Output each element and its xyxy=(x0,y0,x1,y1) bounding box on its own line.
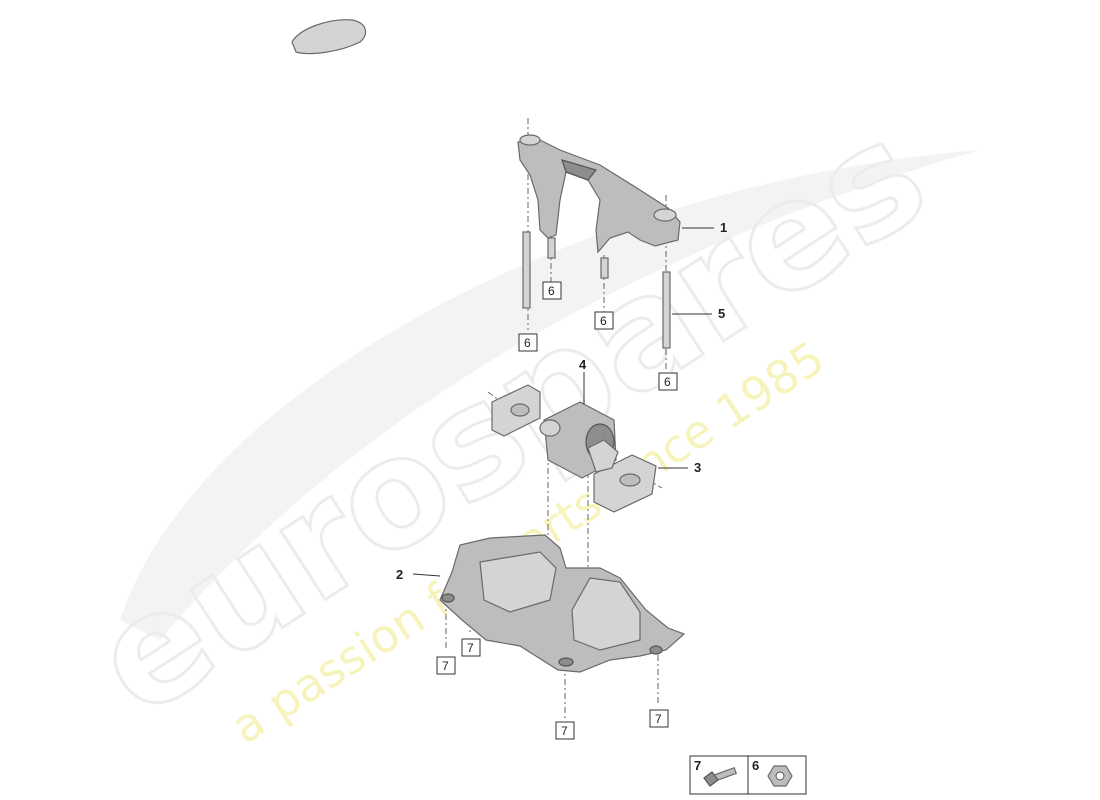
callout-1: 1 xyxy=(720,220,727,235)
part-2-crossmember xyxy=(439,534,686,673)
nut-icon xyxy=(767,765,793,787)
ref-box-bolt-4: 7 xyxy=(555,721,575,740)
svg-text:7: 7 xyxy=(655,712,662,726)
ref-box-bolt-2: 7 xyxy=(436,656,456,675)
callout-4: 4 xyxy=(579,357,587,372)
part-3-mount-plates xyxy=(491,384,657,513)
svg-text:6: 6 xyxy=(600,314,607,328)
bolt-icon xyxy=(703,766,738,787)
svg-text:7: 7 xyxy=(442,659,449,673)
porsche-silhouette-icon xyxy=(291,19,367,55)
part-4-bushing xyxy=(539,401,619,479)
ref-box-nut-4: 6 xyxy=(658,372,678,391)
ref-box-bolt-3: 7 xyxy=(649,709,669,728)
svg-text:6: 6 xyxy=(548,284,555,298)
ref-box-nut-1: 6 xyxy=(542,281,562,300)
ref-box-nut-3: 6 xyxy=(518,333,538,352)
svg-text:7: 7 xyxy=(561,724,568,738)
callout-2: 2 xyxy=(396,567,403,582)
svg-text:6: 6 xyxy=(524,336,531,350)
svg-text:6: 6 xyxy=(664,375,671,389)
leader-lines xyxy=(412,227,714,577)
legend-nut-number: 6 xyxy=(752,758,759,773)
ref-box-nut-2: 6 xyxy=(594,311,614,330)
callout-5: 5 xyxy=(718,306,725,321)
callout-3: 3 xyxy=(694,460,701,475)
part-5-studs xyxy=(522,231,671,349)
fastener-legend: 7 6 xyxy=(689,755,807,795)
ref-box-bolt-1: 7 xyxy=(461,638,481,657)
part-1-upper-bracket xyxy=(517,134,681,279)
svg-text:7: 7 xyxy=(467,641,474,655)
legend-bolt-number: 7 xyxy=(694,758,701,773)
